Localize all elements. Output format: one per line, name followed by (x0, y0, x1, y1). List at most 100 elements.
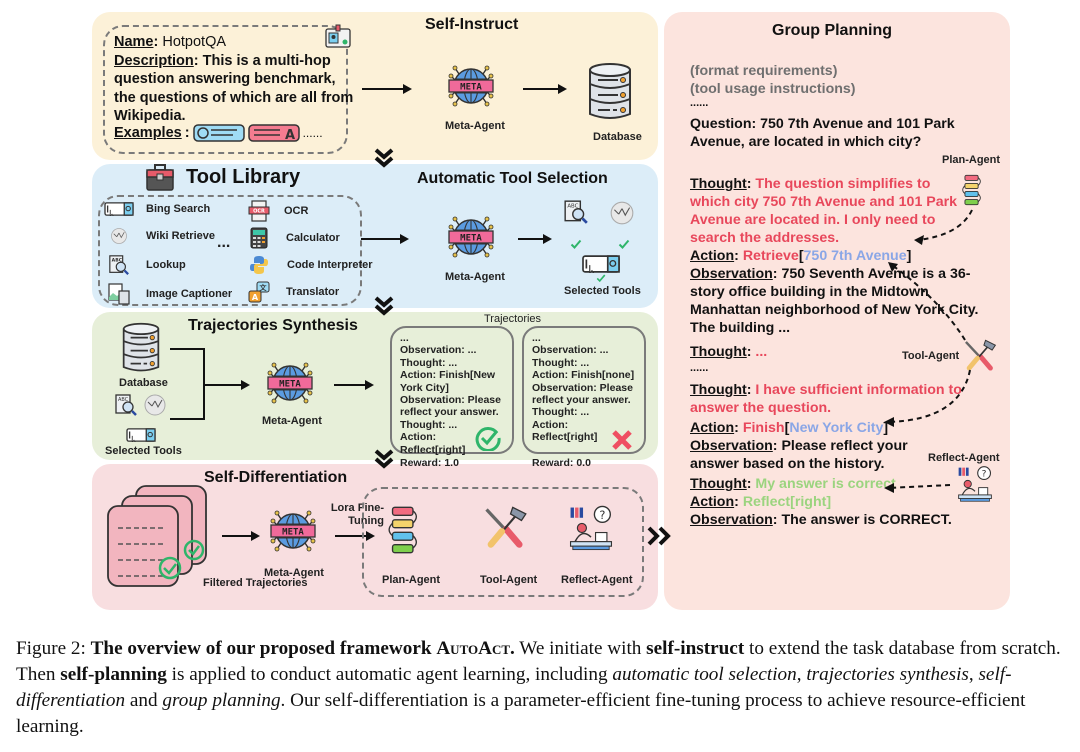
trajectory-line: Observation: Please reflect your answer. (400, 394, 501, 419)
thought-3: Thought: I have sufficient information t… (690, 382, 962, 416)
reward-value: Reward: 1.0 (400, 457, 459, 470)
success-check-icon (475, 426, 501, 451)
observation-3: Observation: Please reflect your answer … (690, 438, 908, 472)
calculator-icon (250, 227, 268, 249)
tool-code-interpreter: Code Interpreter (249, 255, 373, 275)
arrow-to-database (523, 84, 567, 94)
arrow-to-meta-agent (362, 84, 412, 94)
tool-library-frame (98, 195, 362, 306)
trajectory-line: Action: Finish[none] (532, 369, 635, 382)
trajectory-line: ... (400, 332, 409, 344)
database-icon (120, 322, 162, 374)
trajectory-lines: ...Observation: ...Thought: ...Action: F… (532, 332, 636, 444)
trajectory-failure-card: ...Observation: ...Thought: ...Action: F… (522, 326, 646, 469)
action-1: Action: Retrieve[750 7th Avenue] (690, 248, 912, 264)
tool-usage-instructions: (tool usage instructions) (690, 81, 856, 97)
meta-agent-label: Meta-Agent (262, 415, 322, 427)
task-card-frame (103, 25, 348, 154)
meta-agent-icon (443, 209, 499, 265)
trajectory-line: Action: Reflect[right] (532, 418, 598, 444)
svg-text:A: A (252, 293, 259, 302)
arrow-to-selected-tools (518, 234, 552, 244)
trajectories-synthesis-title: Trajectories Synthesis (188, 317, 358, 334)
wikipedia-icon (609, 200, 635, 226)
trajectory-lines: ...Observation: ...Thought: ...Action: F… (400, 332, 504, 456)
self-instruct-title: Self-Instruct (425, 16, 519, 33)
automatic-tool-selection-title: Automatic Tool Selection (417, 170, 608, 187)
more-tools-ellipsis: ... (217, 234, 231, 251)
search-bar-icon (104, 202, 134, 216)
reward-value: Reward: 0.0 (532, 456, 591, 469)
tool-wiki-retrieve: Wiki Retrieve (110, 227, 215, 245)
search-bar-icon (581, 255, 621, 273)
chevron-down-icon (373, 146, 395, 168)
wikipedia-icon (110, 227, 128, 245)
image-caption-icon (108, 283, 130, 305)
trajectory-line: ... (532, 332, 541, 344)
failure-cross-icon (612, 430, 632, 450)
svg-text:OCR: OCR (253, 209, 265, 215)
plan-agent-label: Plan-Agent (942, 154, 1001, 166)
thought-2: Thought: ... (690, 344, 768, 360)
trajectories-synthesis-panel (92, 312, 658, 460)
toolbox-icon (146, 164, 174, 191)
check-icon (569, 238, 583, 250)
trajectory-line: Action: Finish[New York City] (400, 369, 496, 394)
name-label: Name (114, 34, 154, 50)
group-planning-title: Group Planning (772, 22, 892, 39)
trajectory-line: Action: Reflect[right] (400, 431, 466, 456)
reflect-agent-label: Reflect-Agent (561, 574, 633, 586)
reflect-agent-label: Reflect-Agent (928, 452, 1000, 464)
tool-agent-label: Tool-Agent (902, 350, 960, 362)
lookup-icon (114, 392, 138, 418)
examples-ellipsis: ...... (302, 126, 323, 140)
lookup-icon (108, 254, 130, 276)
python-icon (250, 256, 268, 274)
examples-label: Examples (114, 125, 182, 141)
meta-agent-label: Meta-Agent (445, 271, 505, 283)
thought-1: Thought: The question simplifies to whic… (690, 176, 958, 246)
trajectories-label: Trajectories (484, 313, 542, 325)
tool-image-captioner: Image Captioner (108, 283, 232, 305)
meta-agent-icon (443, 58, 499, 114)
tool-ocr: OCR OCR (248, 200, 308, 222)
tool-agent-icon (480, 503, 528, 551)
name-value: HotpotQA (162, 34, 227, 50)
arrow-to-meta-agent (361, 234, 409, 244)
description-label: Description (114, 52, 194, 69)
id-card-icon (325, 24, 351, 48)
database-label: Database (593, 131, 642, 143)
description-value: This is a multi-hop question answering b… (114, 52, 354, 125)
self-differentiation-title: Self-Differentiation (204, 469, 348, 486)
observation-1: Observation: 750 Seventh Avenue is a 36-… (690, 266, 979, 336)
observation-4: Observation: The answer is CORRECT. (690, 512, 952, 528)
question-text: Question: 750 7th Avenue and 101 Park Av… (690, 116, 955, 150)
figure-caption: Figure 2: The overview of our proposed f… (16, 638, 1061, 737)
plan-agent-icon (388, 505, 422, 555)
arrow-to-trajectories (334, 380, 374, 390)
chevron-down-icon (373, 294, 395, 316)
tool-agent-label: Tool-Agent (480, 574, 538, 586)
trajectory-line: Thought: ... (400, 418, 458, 431)
plan-agent-label: Plan-Agent (382, 574, 441, 586)
arrow-to-agents (335, 531, 375, 541)
meta-agent-icon (265, 503, 321, 559)
svg-text:A: A (285, 128, 295, 142)
ellipsis: ...... (690, 362, 709, 374)
task-card: Name: HotpotQA Description: This is a mu… (114, 34, 354, 125)
agents-frame (362, 487, 644, 597)
tool-bing-search: Bing Search (104, 202, 210, 216)
thought-4: Thought: My answer is correct (690, 476, 896, 492)
wikipedia-icon (143, 393, 167, 417)
check-icon (617, 238, 631, 250)
chevron-right-icon (647, 526, 671, 546)
trajectory-line: Observation: ... (532, 344, 609, 357)
trajectory-line: Thought: ... (532, 406, 590, 419)
trajectory-line: Thought: ... (532, 356, 590, 369)
meta-agent-label: Meta-Agent (445, 120, 505, 132)
format-requirements: (format requirements) (690, 63, 838, 79)
selected-tools-label: Selected Tools (564, 285, 641, 297)
examples-row: Examples: A ...... (114, 124, 323, 142)
reflect-agent-icon (566, 503, 616, 553)
